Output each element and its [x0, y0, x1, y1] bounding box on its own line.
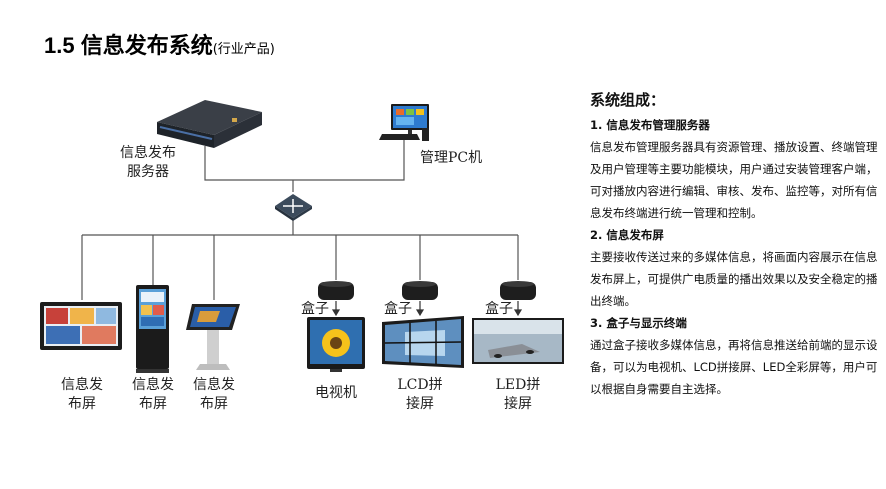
server-label-line-1: 信息发布 [120, 145, 176, 161]
led-wall-icon [472, 318, 564, 364]
info-screen-icon [40, 302, 122, 350]
page-title: 1.5 信息发布系统(行业产品) [44, 28, 275, 60]
set-top-box-icon-3 [500, 281, 536, 300]
composition-heading: 系统组成： [590, 91, 666, 109]
section-title-box: 3. 盒子与显示终端 [590, 316, 687, 330]
box-label-3: 盒子 [485, 301, 513, 317]
server-pc-link [204, 140, 405, 181]
server-label-line-2: 服务器 [127, 164, 169, 180]
kiosk-icon [136, 285, 169, 373]
terminal-label-info-screen-1: 信息发 布屏 [61, 377, 103, 412]
switch-icon [275, 194, 312, 221]
pc-label: 管理PC机 [420, 150, 483, 166]
pc-icon [379, 104, 429, 141]
page-title-main: 1.5 信息发布系统 [44, 33, 213, 58]
set-top-box-icon-2 [402, 281, 438, 300]
server-label: 信息发布 服务器 [120, 144, 176, 182]
server-icon [157, 100, 262, 148]
tv-icon [307, 317, 365, 372]
section-body-box: 通过盒子接收多媒体信息，再将信息推送给前端的显示设备，可以为电视机、LCD拼接屏… [590, 338, 878, 396]
composition-panel: 系统组成： 1. 信息发布管理服务器 信息发布管理服务器具有资源管理、播放设置、… [590, 88, 880, 400]
terminal-label-lcd: LCD拼 接屏 [397, 377, 443, 412]
section-title-server: 1. 信息发布管理服务器 [590, 118, 710, 132]
box-label-2: 盒子 [384, 301, 412, 317]
connection-lines [81, 140, 519, 300]
lcd-wall-icon [382, 316, 464, 368]
terminal-label-tv: 电视机 [315, 385, 357, 401]
stand-display-icon [186, 304, 240, 370]
set-top-box-icon-1 [318, 281, 354, 300]
section-title-screen: 2. 信息发布屏 [590, 228, 664, 242]
box-arrows [331, 301, 523, 317]
terminal-label-info-screen-2: 信息发 布屏 [132, 377, 174, 412]
page-title-subtitle: (行业产品) [212, 42, 275, 57]
terminal-label-led: LED拼 接屏 [495, 377, 541, 412]
section-body-server: 信息发布管理服务器具有资源管理、播放设置、终端管理及用户管理等主要功能模块，用户… [590, 140, 878, 220]
box-label-1: 盒子 [301, 301, 329, 317]
section-body-screen: 主要接收传送过来的多媒体信息，将画面内容展示在信息发布屏上，可提供广电质量的播出… [590, 250, 878, 308]
terminal-label-info-screen-3: 信息发 布屏 [193, 377, 235, 412]
